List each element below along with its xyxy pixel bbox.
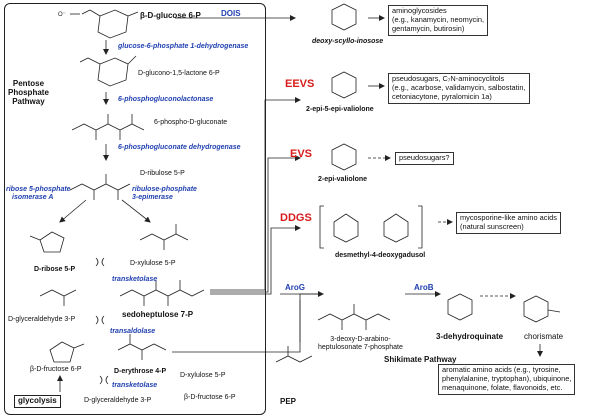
- ribose-5p-label: D-ribose 5-P: [34, 266, 76, 273]
- arrow-evs: [210, 155, 301, 293]
- enzyme-rpi-line-2: isomerase A: [12, 193, 54, 201]
- dahp-label: 3-deoxy-D-arabino- heptulosonate 7-phosp…: [318, 336, 403, 351]
- eevs-product-label: 2-epi-5-epi-valiolone: [306, 106, 374, 113]
- dois-target-box: aminoglycosides (e.g., kanamycin, neomyc…: [388, 5, 489, 36]
- glyceraldehyde-3p-label-2: D-glyceraldehyde 3-P: [84, 397, 152, 404]
- phosphogluconate-structure: [71, 114, 145, 140]
- aromatics-target-box: aromatic amino acids (e.g., tyrosine, ph…: [438, 364, 576, 395]
- ddg-brackets: [319, 205, 423, 249]
- dahp-line-1: 3-deoxy-D-arabino-: [330, 336, 391, 343]
- eevs-box-line-2: (e.g., acarbose, validamycin, salbostati…: [392, 82, 526, 92]
- chorismate-label: chorismate: [524, 332, 564, 341]
- glyceraldehyde-3p-structure: [39, 289, 77, 306]
- dahp-structure: [317, 304, 391, 330]
- ribulose-5p-label: D-ribulose 5-P: [140, 170, 185, 177]
- dhq-structure: [447, 293, 473, 321]
- ribose-5p-structure: [29, 231, 65, 253]
- ddgs-product-label: desmethyl-4-deoxygadusol: [335, 252, 426, 259]
- aromatics-box-line-2: phenylalanine, tryptophan), ubiquinone,: [442, 373, 572, 383]
- title-line-1: Pentose: [12, 79, 45, 88]
- enzyme-rpe-line-2: 3-epimerase: [132, 193, 173, 201]
- enzyme-rpe: ribulose-phosphate 3-epimerase: [132, 186, 197, 201]
- gluconolactone-label: D-glucono-1,5-lactone 6-P: [138, 70, 220, 77]
- erythrose-4p-label: D-erythrose 4-P: [114, 368, 167, 375]
- fructose-6p-label-2: β-D-fructose 6-P: [184, 394, 236, 401]
- dhq-label: 3-dehydroquinate: [436, 332, 504, 341]
- phosphogluconate-label: 6-phospho-D-gluconate: [154, 119, 228, 126]
- ev-structure: [331, 143, 357, 171]
- glucose-6p-structure: O⁻: [58, 9, 139, 39]
- chorismate-structure: [523, 295, 561, 323]
- ddg-structure-a: [333, 213, 359, 243]
- dois-box-line-2: (e.g., kanamycin, neomycin,: [392, 14, 485, 24]
- xylulose-5p-label-2: D-xylulose 5-P: [180, 372, 226, 379]
- enzyme-evs: EVS: [290, 148, 313, 160]
- ddgs-box-line-2: (natural sunscreen): [460, 221, 524, 231]
- enzyme-ddgs: DDGS: [280, 212, 312, 224]
- enzyme-rpe-line-1: ribulose-phosphate: [132, 186, 197, 193]
- equilibrium-marks: [95, 257, 109, 385]
- enzyme-transketolase-2: transketolase: [112, 382, 158, 389]
- arrow-ru5p-to-xu5p: [121, 199, 151, 223]
- dois-product-label: deoxy-scyllo-inosose: [312, 38, 384, 45]
- pep-label: PEP: [280, 397, 297, 406]
- shikimate-title: Shikimate Pathway: [384, 355, 457, 364]
- xylulose-5p-label: D-xylulose 5-P: [130, 260, 176, 267]
- doi-structure: [331, 3, 357, 31]
- eevs-box-line-1: pseudosugars, C₇N-aminocyclitols: [392, 74, 505, 83]
- erythrose-4p-structure: [117, 334, 167, 360]
- dahp-line-2: heptulosonate 7-phosphate: [318, 343, 403, 351]
- fructose-6p-label: β-D-fructose 6-P: [30, 366, 82, 373]
- eevs-box-line-3: cetoniacytone, pyralomicin 1a): [392, 91, 492, 101]
- pep-structure: [275, 346, 313, 363]
- title-line-2: Phosphate: [8, 87, 49, 97]
- glucose-6p-label: β-D-glucose 6-P: [140, 11, 201, 20]
- fructose-6p-structure: [49, 341, 85, 363]
- pathway-title: Pentose Phosphate Pathway: [8, 79, 49, 106]
- enzyme-rpi: ribose 5-phosphate isomerase A: [6, 186, 71, 201]
- glyceraldehyde-3p-label: D-glyceraldehyde 3-P: [8, 316, 76, 323]
- aromatics-box-line-3: menaquinone, folate, flavonoids, etc.: [442, 382, 563, 392]
- enzyme-pgl: 6-phosphogluconolactonase: [118, 96, 214, 103]
- ddgs-target-box: mycosporine-like amino acids (natural su…: [456, 212, 561, 234]
- enzyme-transketolase-1: transketolase: [112, 276, 158, 283]
- xylulose-5p-structure: [139, 224, 189, 250]
- evs-box-line-1: pseudosugars?: [399, 153, 450, 162]
- ddg-structure-b: [383, 213, 409, 243]
- ribulose-5p-structure: [69, 174, 131, 200]
- enzyme-eevs: EEVS: [285, 78, 315, 90]
- dois-box-line-1: aminoglycosides: [392, 6, 447, 15]
- gluconolactone-structure: [79, 55, 137, 87]
- arrow-ddgs: [210, 225, 301, 295]
- sedoheptulose-7p-structure: [119, 280, 205, 306]
- ddgs-box-line-1: mycosporine-like amino acids: [460, 213, 557, 222]
- evs-product-label: 2-epi-valiolone: [318, 176, 368, 183]
- enzyme-rpi-line-1: ribose 5-phosphate: [6, 186, 71, 193]
- eev-structure: [331, 71, 357, 99]
- enzyme-transaldolase: transaldolase: [110, 328, 156, 335]
- evs-target-box: pseudosugars?: [395, 152, 454, 165]
- aromatics-box-line-1: aromatic amino acids (e.g., tyrosine,: [442, 365, 561, 374]
- eevs-target-box: pseudosugars, C₇N-aminocyclitols (e.g., …: [388, 73, 530, 104]
- glycolysis-box: glycolysis: [14, 395, 61, 408]
- sedoheptulose-7p-label: sedoheptulose 7-P: [122, 310, 194, 319]
- enzyme-arog: AroG: [285, 283, 305, 292]
- dois-box-line-3: gentamycin, butirosin): [392, 23, 465, 33]
- enzyme-dois: DOIS: [221, 9, 241, 18]
- svg-text:O⁻: O⁻: [58, 12, 66, 18]
- enzyme-arob: AroB: [414, 283, 434, 292]
- title-line-3: Pathway: [12, 96, 45, 106]
- pentose-phosphate-panel: [4, 3, 266, 415]
- enzyme-pgd: 6-phosphogluconate dehydrogenase: [118, 144, 241, 151]
- enzyme-g6pdh: glucose-6-phosphate 1-dehydrogenase: [118, 43, 249, 50]
- arrow-ru5p-to-r5p: [59, 199, 87, 223]
